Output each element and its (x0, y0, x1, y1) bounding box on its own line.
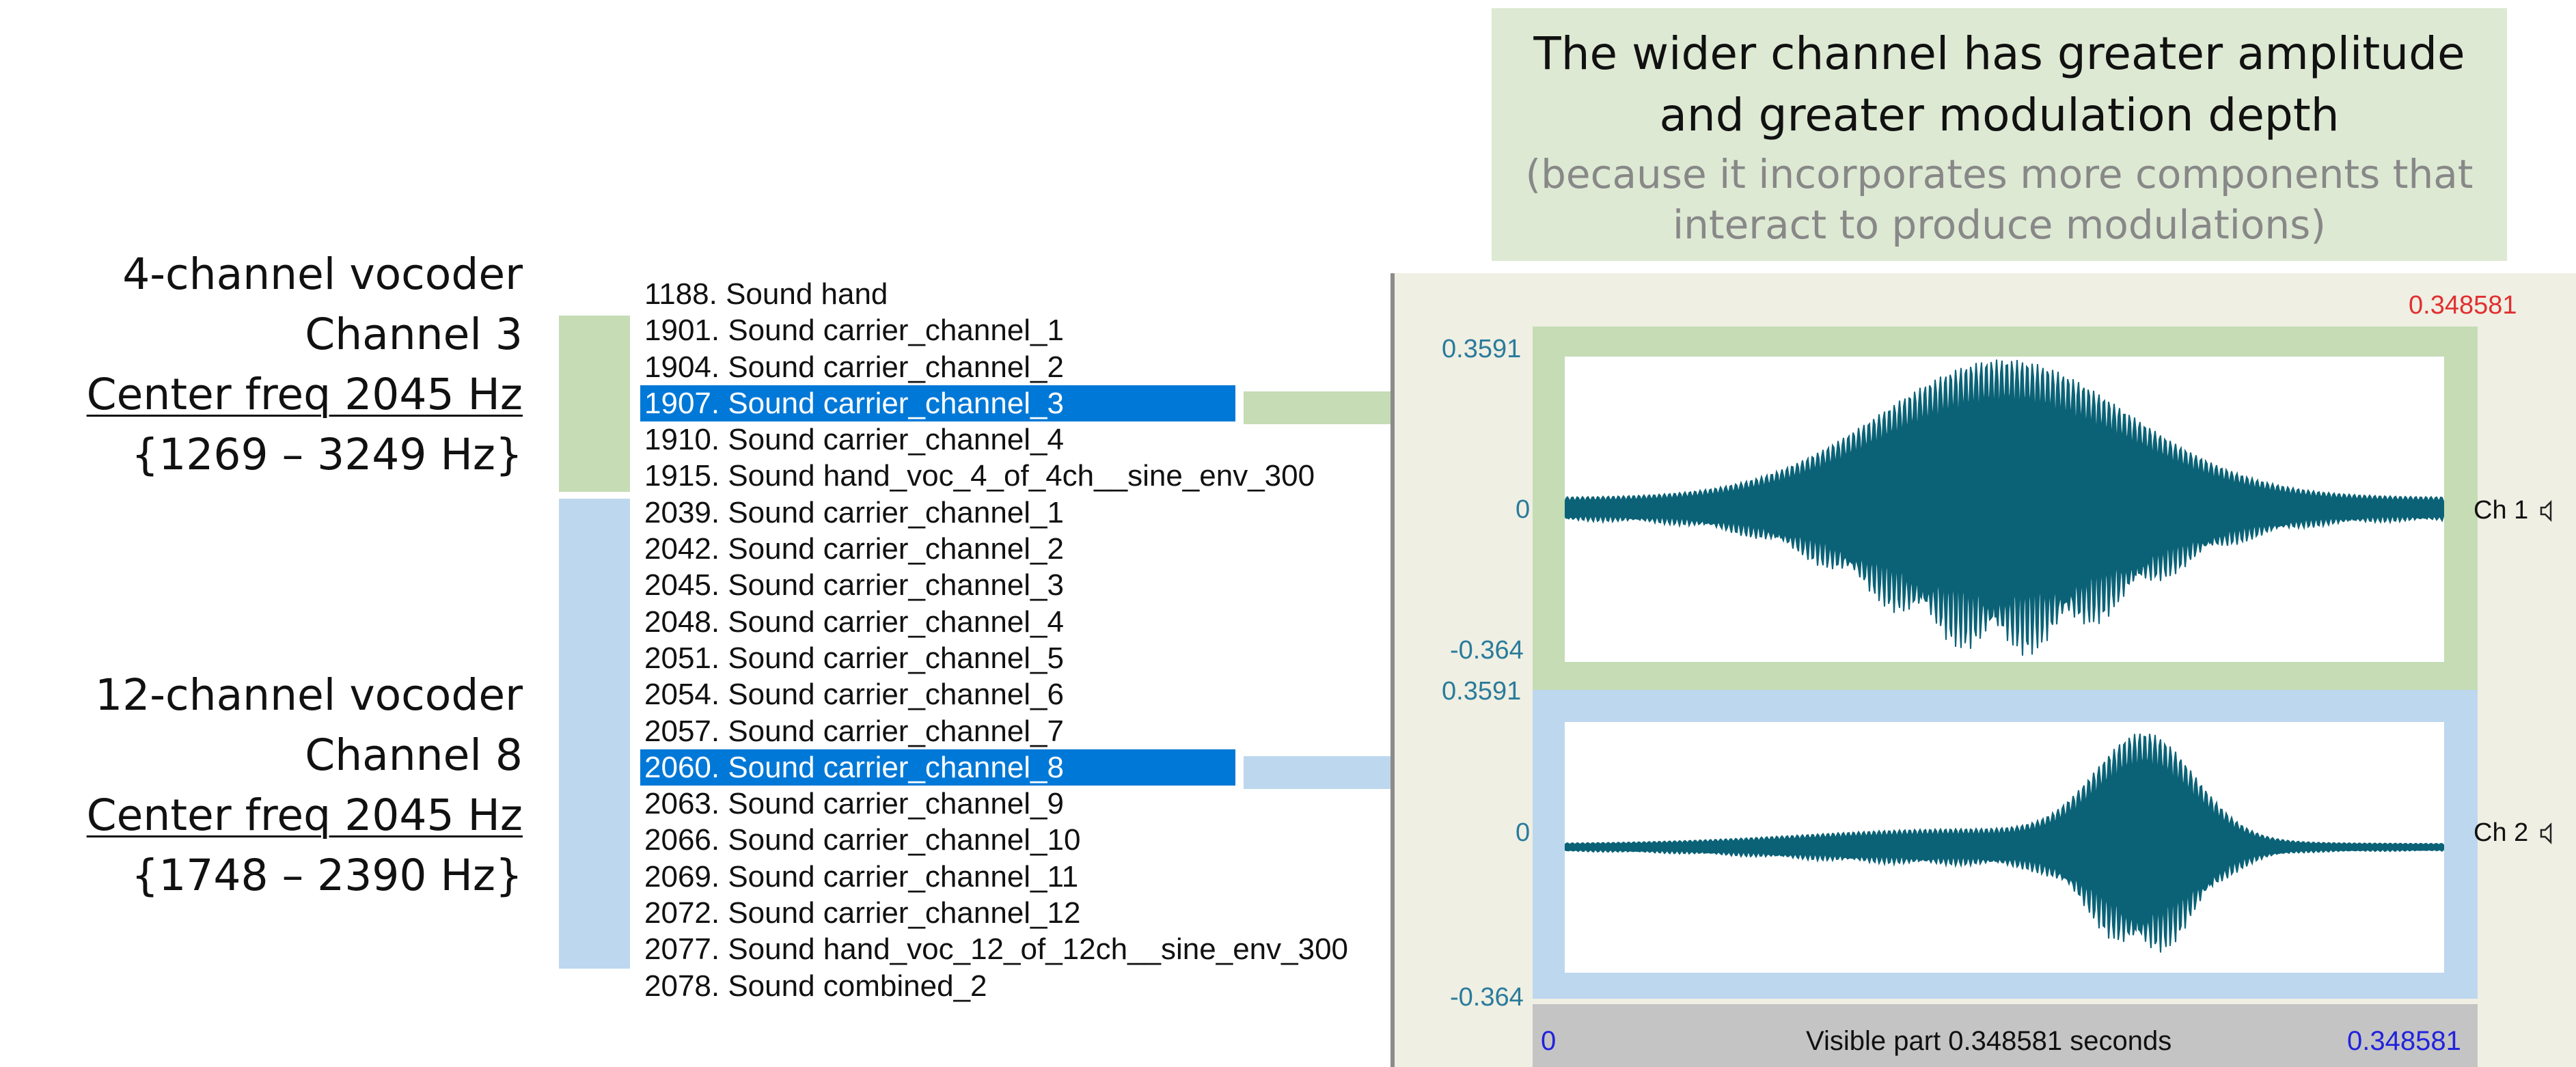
object-list-item[interactable]: 2054. Sound carrier_channel_6 (644, 678, 1065, 712)
annotation-center-freq: Center freq 2045 Hz (86, 370, 523, 419)
channel-1-name: Ch 1 (2474, 496, 2529, 525)
channel-2-plot[interactable] (1564, 722, 2444, 973)
object-list-item[interactable]: 1910. Sound carrier_channel_4 (644, 423, 1065, 457)
object-list-item[interactable]: 1188. Sound hand (644, 277, 888, 311)
object-list-item[interactable]: 2048. Sound carrier_channel_4 (644, 605, 1065, 639)
visible-part-bar[interactable]: 0 Visible part 0.348581 seconds 0.348581 (1533, 1004, 2478, 1067)
explanation-callout: The wider channel has greater amplitude … (1492, 8, 2507, 261)
ch2-bottom-value: -0.364 (1450, 983, 1524, 1012)
ch1-zero-value: 0 (1516, 495, 1531, 524)
speaker-icon (2540, 499, 2552, 523)
callout-note: interact to produce modulations) (1672, 202, 2327, 248)
annotation-12-channel: 12-channel vocoder Channel 8 Center freq… (87, 665, 523, 906)
ch1-top-value: 0.3591 (1442, 335, 1522, 363)
object-list-item[interactable]: 1904. Sound carrier_channel_2 (644, 350, 1065, 384)
callout-note: (because it incorporates more components… (1525, 151, 2474, 197)
annotation-range: {1748 – 2390 Hz} (131, 850, 523, 900)
channel-1-label[interactable]: Ch 1 (2474, 496, 2559, 525)
object-list-item[interactable]: 2051. Sound carrier_channel_5 (644, 641, 1065, 675)
annotation-channel: Channel 3 (305, 309, 523, 359)
object-list-item[interactable]: 1915. Sound hand_voc_4_of_4ch__sine_env_… (644, 459, 1315, 493)
channel-1-plot[interactable] (1564, 357, 2444, 662)
green-group-band (559, 316, 630, 492)
speaker-icon (2540, 822, 2552, 845)
object-list-item[interactable]: 2078. Sound combined_2 (644, 969, 987, 1003)
ch1-bottom-value: -0.364 (1450, 636, 1524, 665)
object-list-item[interactable]: 2072. Sound carrier_channel_12 (644, 896, 1081, 930)
blue-group-band (559, 499, 630, 969)
annotation-center-freq: Center freq 2045 Hz (86, 790, 523, 840)
object-list-item[interactable]: 2069. Sound carrier_channel_11 (644, 859, 1079, 893)
object-list-item[interactable]: 2057. Sound carrier_channel_7 (644, 714, 1065, 748)
annotation-title: 4-channel vocoder (122, 249, 523, 299)
annotation-title: 12-channel vocoder (95, 670, 523, 720)
annotation-range: {1269 – 3249 Hz} (131, 430, 523, 480)
object-list-item[interactable]: 2060. Sound carrier_channel_8 (640, 749, 1235, 786)
object-list-item[interactable]: 2045. Sound carrier_channel_3 (644, 568, 1065, 602)
callout-line: and greater modulation depth (1659, 89, 2340, 141)
ch2-top-value: 0.3591 (1442, 677, 1522, 706)
object-list-item[interactable]: 2042. Sound carrier_channel_2 (644, 532, 1065, 566)
time-end: 0.348581 (2347, 1026, 2461, 1056)
channel-2-waveform (1564, 733, 2444, 953)
annotation-4-channel: 4-channel vocoder Channel 3 Center freq … (87, 245, 523, 485)
callout-line: The wider channel has greater amplitude (1533, 27, 2465, 80)
channel-1-waveform (1564, 359, 2444, 656)
channel-2-name: Ch 2 (2474, 818, 2529, 847)
object-list-item[interactable]: 1901. Sound carrier_channel_1 (644, 314, 1065, 348)
visible-part-label: Visible part 0.348581 seconds (1806, 1026, 2172, 1056)
time-start: 0 (1541, 1026, 1557, 1056)
object-list-item[interactable]: 2039. Sound carrier_channel_1 (644, 495, 1065, 529)
ch2-zero-value: 0 (1516, 818, 1531, 847)
object-list-item[interactable]: 2066. Sound carrier_channel_10 (644, 823, 1081, 857)
object-list-item[interactable]: 2077. Sound hand_voc_12_of_12ch__sine_en… (644, 932, 1349, 967)
object-list-item[interactable]: 2063. Sound carrier_channel_9 (644, 787, 1065, 821)
cursor-time: 0.348581 (2409, 291, 2517, 320)
channel-2-label[interactable]: Ch 2 (2474, 818, 2559, 848)
object-list-item[interactable]: 1907. Sound carrier_channel_3 (640, 385, 1235, 422)
annotation-channel: Channel 8 (305, 730, 523, 780)
